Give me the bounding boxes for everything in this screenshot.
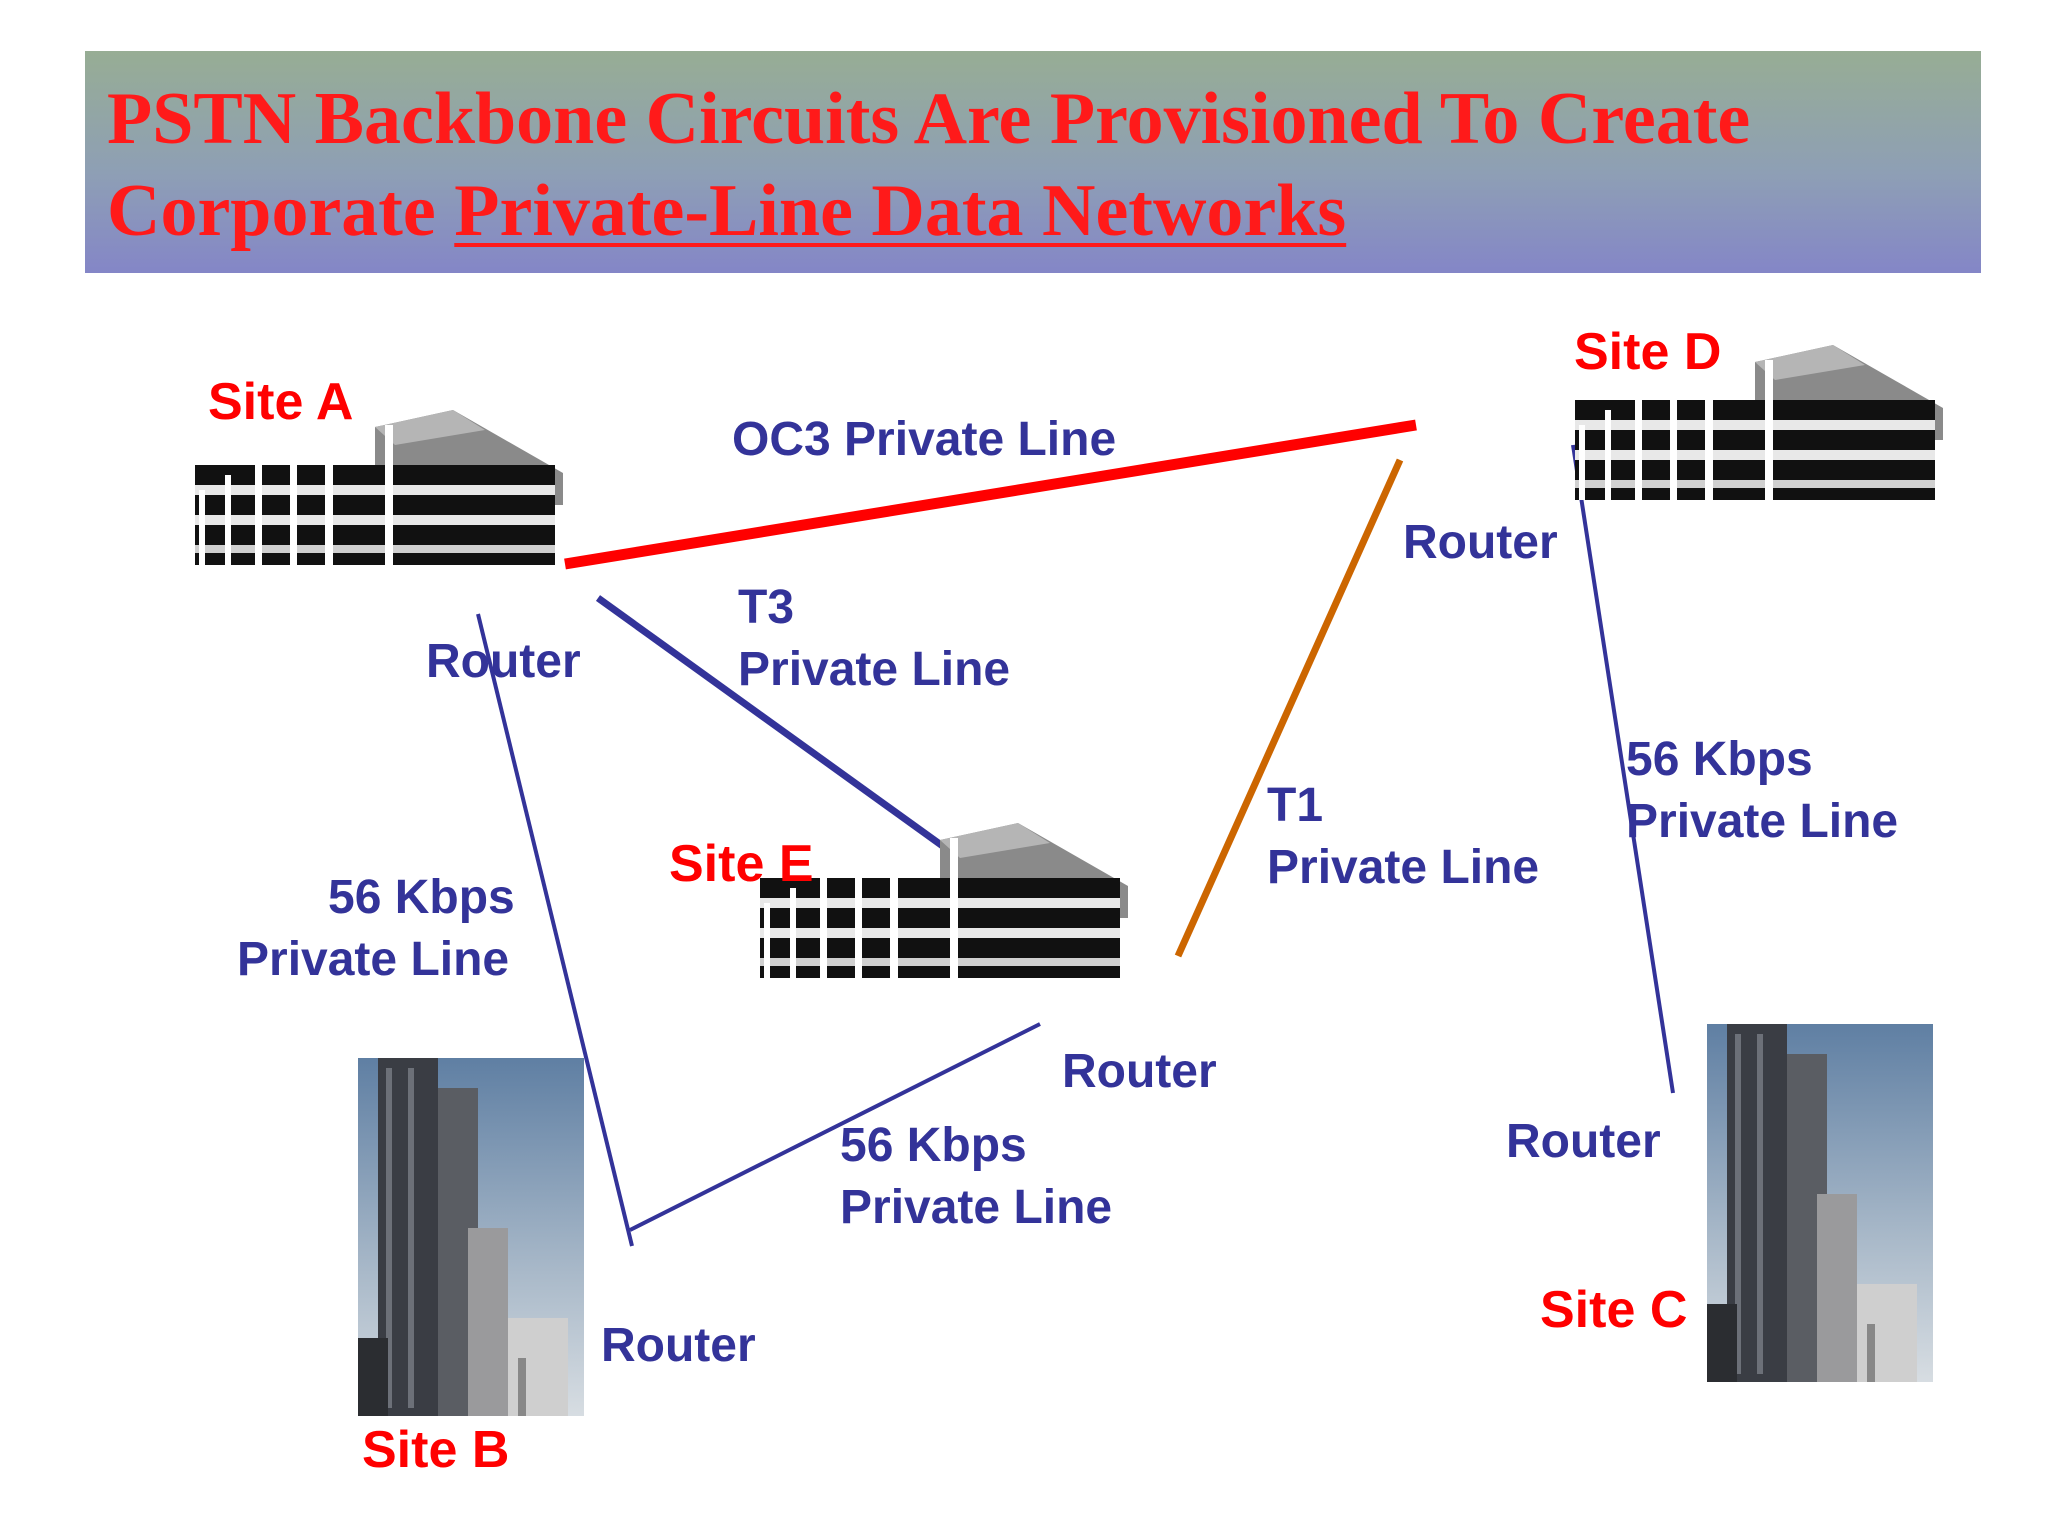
link-t3-label-line1: T3 xyxy=(738,581,795,634)
title-line-2-underlined: Private-Line Data Networks xyxy=(454,170,1347,252)
link-a-b-label-line1: 56 Kbps xyxy=(328,871,515,924)
link-d-c-label-line1: 56 Kbps xyxy=(1626,733,1813,786)
link-t1-label-line2: Private Line xyxy=(1267,841,1540,894)
link-a-b-label-line2: Private Line xyxy=(237,933,510,986)
site-a-building-icon xyxy=(195,410,563,585)
link-t3-label-line2: Private Line xyxy=(738,643,1011,696)
title-line-1: PSTN Backbone Circuits Are Provisioned T… xyxy=(107,78,1751,160)
site-c-label: Site C xyxy=(1540,1281,1688,1339)
site-c-skyscraper-icon xyxy=(1707,1024,1933,1382)
router-a-label: Router xyxy=(426,635,581,688)
link-b-e-line xyxy=(629,1022,1041,1232)
link-oc3-label: OC3 Private Line xyxy=(732,413,1117,466)
router-c-label: Router xyxy=(1506,1115,1661,1168)
link-b-e-label-line2: Private Line xyxy=(840,1181,1113,1234)
link-d-c-label-line2: Private Line xyxy=(1626,795,1899,848)
site-a-label: Site A xyxy=(208,373,354,431)
link-d-c-line xyxy=(1571,444,1675,1094)
site-d-label: Site D xyxy=(1574,323,1722,381)
site-e-label: Site E xyxy=(669,835,814,893)
link-b-e-label-line1: 56 Kbps xyxy=(840,1119,1027,1172)
site-d-building-icon xyxy=(1575,345,1943,520)
title-line-2-plain: Corporate xyxy=(107,170,455,252)
router-b-label: Router xyxy=(601,1319,756,1372)
link-a-b-line xyxy=(476,613,634,1247)
link-t1-label-line1: T1 xyxy=(1267,779,1324,832)
site-b-label: Site B xyxy=(362,1421,510,1479)
title-bar: PSTN Backbone Circuits Are Provisioned T… xyxy=(85,51,1981,273)
site-e-building-icon xyxy=(760,823,1128,998)
site-b-skyscraper-icon xyxy=(358,1058,584,1416)
router-d-label: Router xyxy=(1403,516,1558,569)
router-e-label: Router xyxy=(1062,1045,1217,1098)
link-oc3-line xyxy=(564,419,1417,570)
slide-title: PSTN Backbone Circuits Are Provisioned T… xyxy=(107,73,1750,257)
link-t1-line xyxy=(1174,458,1404,958)
